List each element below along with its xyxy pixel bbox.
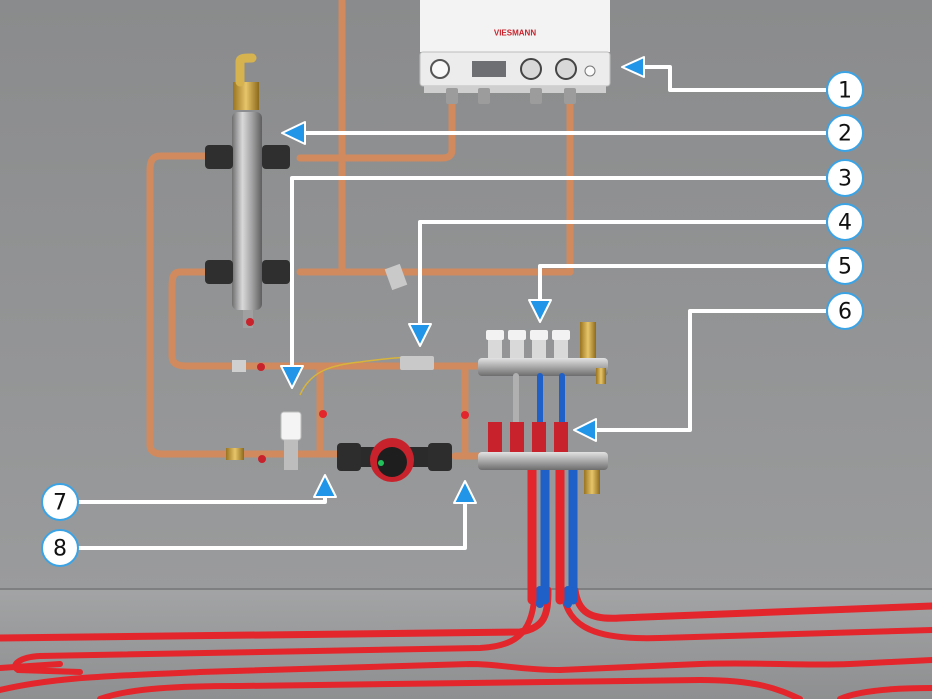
callout-leaders — [78, 65, 826, 550]
pump-status-led — [378, 460, 384, 466]
callout-1-label: 1 — [838, 79, 852, 104]
callout-7: 7 — [41, 483, 79, 521]
air-vent-top — [580, 322, 596, 358]
arrow-2-icon — [281, 121, 306, 145]
arrow-7-icon — [313, 474, 337, 498]
callout-2-label: 2 — [838, 122, 852, 147]
manifold-loop-tubes — [513, 373, 565, 433]
arrow-8-icon — [453, 480, 477, 504]
callout-badges: 1 2 3 4 5 6 7 8 — [41, 71, 864, 567]
callout-8: 8 — [41, 529, 79, 567]
boiler-knob-right[interactable] — [555, 58, 577, 80]
arrow-4-icon — [408, 323, 432, 347]
arrow-5-icon — [528, 299, 552, 323]
arrow-1-icon — [621, 56, 645, 78]
boiler-power-button[interactable] — [584, 65, 596, 77]
manifold-risers — [527, 465, 578, 605]
boiler-valves — [446, 88, 576, 104]
callout-6-label: 6 — [838, 300, 852, 325]
callout-6: 6 — [826, 292, 864, 330]
temperature-sensor — [400, 356, 434, 370]
callout-8-label: 8 — [53, 537, 67, 562]
callout-7-label: 7 — [53, 491, 67, 516]
callout-3-label: 3 — [838, 167, 852, 192]
callout-5-label: 5 — [838, 255, 852, 280]
boiler-display — [472, 61, 506, 77]
hydraulic-separator — [205, 53, 290, 328]
callout-arrowheads — [280, 56, 645, 504]
arrow-6-icon — [573, 418, 597, 442]
air-vent-bottom — [584, 470, 600, 494]
return-sensor — [319, 410, 327, 418]
underfloor-manifold — [478, 322, 608, 494]
pump-line-sensor — [461, 411, 469, 419]
callout-3: 3 — [826, 159, 864, 197]
manifold-flow-valves — [486, 330, 570, 358]
pressure-gauge-icon — [430, 59, 450, 79]
boiler-knob-left[interactable] — [520, 58, 542, 80]
callout-4-label: 4 — [838, 211, 852, 236]
callout-4: 4 — [826, 203, 864, 241]
ball-valves — [226, 263, 408, 463]
callout-2: 2 — [826, 114, 864, 152]
arrow-3-icon — [280, 365, 304, 389]
callout-1: 1 — [826, 71, 864, 109]
boiler-brand: VIESMANN — [494, 29, 536, 38]
underfloor-heating-loops — [0, 586, 932, 699]
circulation-pump — [337, 438, 452, 482]
thermostatic-mixing-valve — [280, 411, 302, 470]
callout-5: 5 — [826, 247, 864, 285]
manifold-flow-meters — [488, 422, 568, 452]
copper-pipes — [146, 0, 574, 460]
gas-boiler: VIESMANN — [419, 0, 611, 104]
